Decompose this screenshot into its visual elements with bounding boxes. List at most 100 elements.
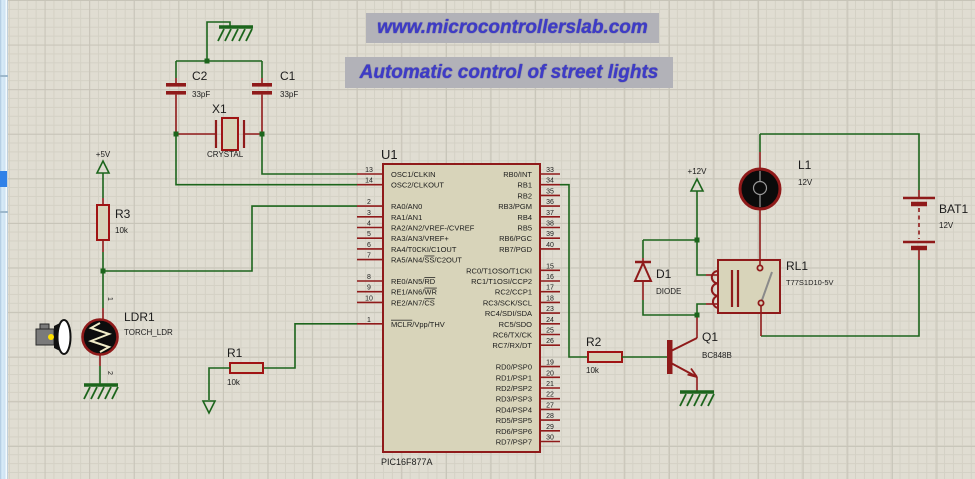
u1-pin-34-number: 34 bbox=[546, 178, 554, 185]
r3-value: 10k bbox=[115, 226, 129, 235]
l1-ref: L1 bbox=[798, 158, 812, 172]
wire-rail-top[interactable] bbox=[760, 133, 920, 190]
bat1-value: 12V bbox=[939, 221, 954, 230]
u1-pin-22-number: 22 bbox=[546, 392, 554, 399]
u1-pin-26-label: RC7/RX/DT bbox=[492, 341, 532, 350]
u1-pin-29-number: 29 bbox=[546, 424, 554, 431]
c2-value: 33pF bbox=[192, 90, 210, 99]
resistor-R2[interactable]: R2 10k bbox=[586, 335, 623, 375]
r1-ref: R1 bbox=[227, 346, 243, 360]
diode-D1[interactable]: D1 DIODE bbox=[633, 240, 681, 300]
ldr1-pin2-number: 2 bbox=[106, 371, 113, 375]
lamp-L1[interactable]: L1 12V bbox=[738, 152, 813, 250]
ground-symbol-q1[interactable] bbox=[679, 390, 715, 407]
u1-pin-14-label: OSC2/CLKOUT bbox=[391, 181, 444, 190]
u1-pin-23-label: RC4/SDI/SDA bbox=[485, 309, 532, 318]
u1-pin-40-number: 40 bbox=[546, 242, 554, 249]
u1-pin-34-label: RB1 bbox=[517, 181, 532, 190]
u1-pin-20-number: 20 bbox=[546, 370, 554, 377]
plus5v-label: +5V bbox=[96, 150, 111, 159]
u1-pin-4-label: RA2/AN2/VREF-/CVREF bbox=[391, 224, 475, 233]
u1-pin-17-label: RC2/CCP1 bbox=[495, 288, 532, 297]
capacitor-C2[interactable]: C2 33pF bbox=[166, 61, 210, 134]
wire-rb1-to-r2[interactable] bbox=[560, 183, 588, 358]
ldr1-value: TORCH_LDR bbox=[124, 328, 173, 337]
u1-pin-29-label: RD6/PSP6 bbox=[496, 427, 532, 436]
wire-ldr-to-ra0[interactable] bbox=[103, 205, 357, 272]
u1-pin-27-number: 27 bbox=[546, 402, 554, 409]
r2-value: 10k bbox=[586, 366, 600, 375]
u1-pin-17-number: 17 bbox=[546, 285, 554, 292]
u1-pin-9-number: 9 bbox=[367, 285, 371, 292]
wire-mclr-to-r1[interactable] bbox=[263, 323, 357, 369]
rl1-value: T77S1D10-5V bbox=[786, 278, 834, 287]
u1-pin-33-number: 33 bbox=[546, 167, 554, 174]
u1-pin-28-number: 28 bbox=[546, 413, 554, 420]
u1-pin-1-number: 1 bbox=[367, 317, 371, 324]
wire-xtal-to-osc1[interactable] bbox=[261, 134, 357, 175]
resistor-R1[interactable]: R1 10k bbox=[227, 346, 264, 387]
u1-pin-19-number: 19 bbox=[546, 360, 554, 367]
u1-pin-8-label: RE0/AN5/RD bbox=[391, 277, 436, 286]
u1-pin-22-label: RD3/PSP3 bbox=[496, 395, 532, 404]
terminal-arrow-down[interactable] bbox=[201, 400, 217, 415]
wire-r1-to-terminal[interactable] bbox=[208, 367, 230, 400]
u1-pin-14-number: 14 bbox=[365, 178, 373, 185]
u1-pin-13-label: OSC1/CLKIN bbox=[391, 170, 436, 179]
ldr1-ref: LDR1 bbox=[124, 310, 155, 324]
ldr1-pin1-number: 1 bbox=[106, 297, 113, 301]
power-terminal-12v[interactable]: +12V bbox=[688, 167, 708, 240]
u1-pin-26-number: 26 bbox=[546, 338, 554, 345]
website-banner: www.microcontrollerslab.com bbox=[366, 13, 659, 43]
junction-dot bbox=[204, 58, 210, 64]
wire-rail-bottom[interactable] bbox=[761, 260, 920, 337]
u1-pin-2-label: RA0/AN0 bbox=[391, 202, 422, 211]
u1-pin-37-number: 37 bbox=[546, 210, 554, 217]
power-terminal-5v[interactable]: +5V bbox=[95, 150, 111, 198]
ldr-LDR1[interactable]: 1 2 LDR1 TORCH_LDR bbox=[81, 297, 173, 375]
u1-pin-36-label: RB3/PGM bbox=[498, 202, 532, 211]
plus12v-label: +12V bbox=[688, 167, 708, 176]
u1-pin-33-label: RB0/INT bbox=[503, 170, 532, 179]
u1-pin-40-label: RB7/PGD bbox=[499, 245, 533, 254]
transistor-Q1[interactable]: Q1 BC848B bbox=[667, 315, 732, 391]
u1-pin-5-number: 5 bbox=[367, 231, 371, 238]
u1-pin-4-number: 4 bbox=[367, 221, 371, 228]
wire-coil-to-collector[interactable] bbox=[696, 303, 706, 315]
u1-pin-2-number: 2 bbox=[367, 199, 371, 206]
battery-BAT1[interactable]: BAT1 12V bbox=[903, 190, 968, 260]
u1-pin-39-label: RB6/PGC bbox=[499, 234, 533, 243]
ground-symbol-ldr[interactable] bbox=[83, 383, 119, 400]
u1-pin-30-number: 30 bbox=[546, 435, 554, 442]
strip-selected-item[interactable] bbox=[0, 171, 7, 187]
u1-pin-35-number: 35 bbox=[546, 188, 554, 195]
u1-pin-24-label: RC5/SDO bbox=[499, 320, 533, 329]
u1-pin-24-number: 24 bbox=[546, 317, 554, 324]
u1-pin-3-number: 3 bbox=[367, 210, 371, 217]
u1-pin-18-label: RC3/SCK/SCL bbox=[483, 298, 532, 307]
strip-divider bbox=[0, 211, 8, 213]
rl1-ref: RL1 bbox=[786, 259, 808, 273]
resistor-R3[interactable]: R3 10k bbox=[96, 198, 131, 252]
torch-icon bbox=[35, 319, 72, 355]
u1-pin-30-label: RD7/PSP7 bbox=[496, 438, 532, 447]
wire-d1-bottom[interactable] bbox=[642, 300, 697, 316]
capacitor-C1[interactable]: C1 33pF bbox=[252, 61, 298, 134]
crystal-X1[interactable]: X1 CRYSTAL bbox=[176, 102, 262, 159]
u1-pin-27-label: RD4/PSP4 bbox=[496, 405, 532, 414]
u1-pin-36-number: 36 bbox=[546, 199, 554, 206]
schematic-title-banner: Automatic control of street lights bbox=[345, 57, 673, 88]
relay-RL1[interactable]: RL1 T77S1D10-5V bbox=[706, 250, 834, 314]
x1-value: CRYSTAL bbox=[207, 150, 244, 159]
wire-xtal-to-osc2[interactable] bbox=[175, 134, 357, 186]
u1-pin-18-number: 18 bbox=[546, 295, 554, 302]
ground-symbol-crystal[interactable] bbox=[206, 21, 253, 61]
q1-ref: Q1 bbox=[702, 330, 718, 344]
d1-ref: D1 bbox=[656, 267, 672, 281]
wire-12v-to-coil[interactable] bbox=[696, 240, 706, 276]
u1-pin-15-number: 15 bbox=[546, 263, 554, 270]
u1-pin-3-label: RA1/AN1 bbox=[391, 213, 422, 222]
u1-pin-25-label: RC6/TX/CK bbox=[493, 331, 532, 340]
u1-pin-1-label: MCLR/Vpp/THV bbox=[391, 320, 445, 329]
